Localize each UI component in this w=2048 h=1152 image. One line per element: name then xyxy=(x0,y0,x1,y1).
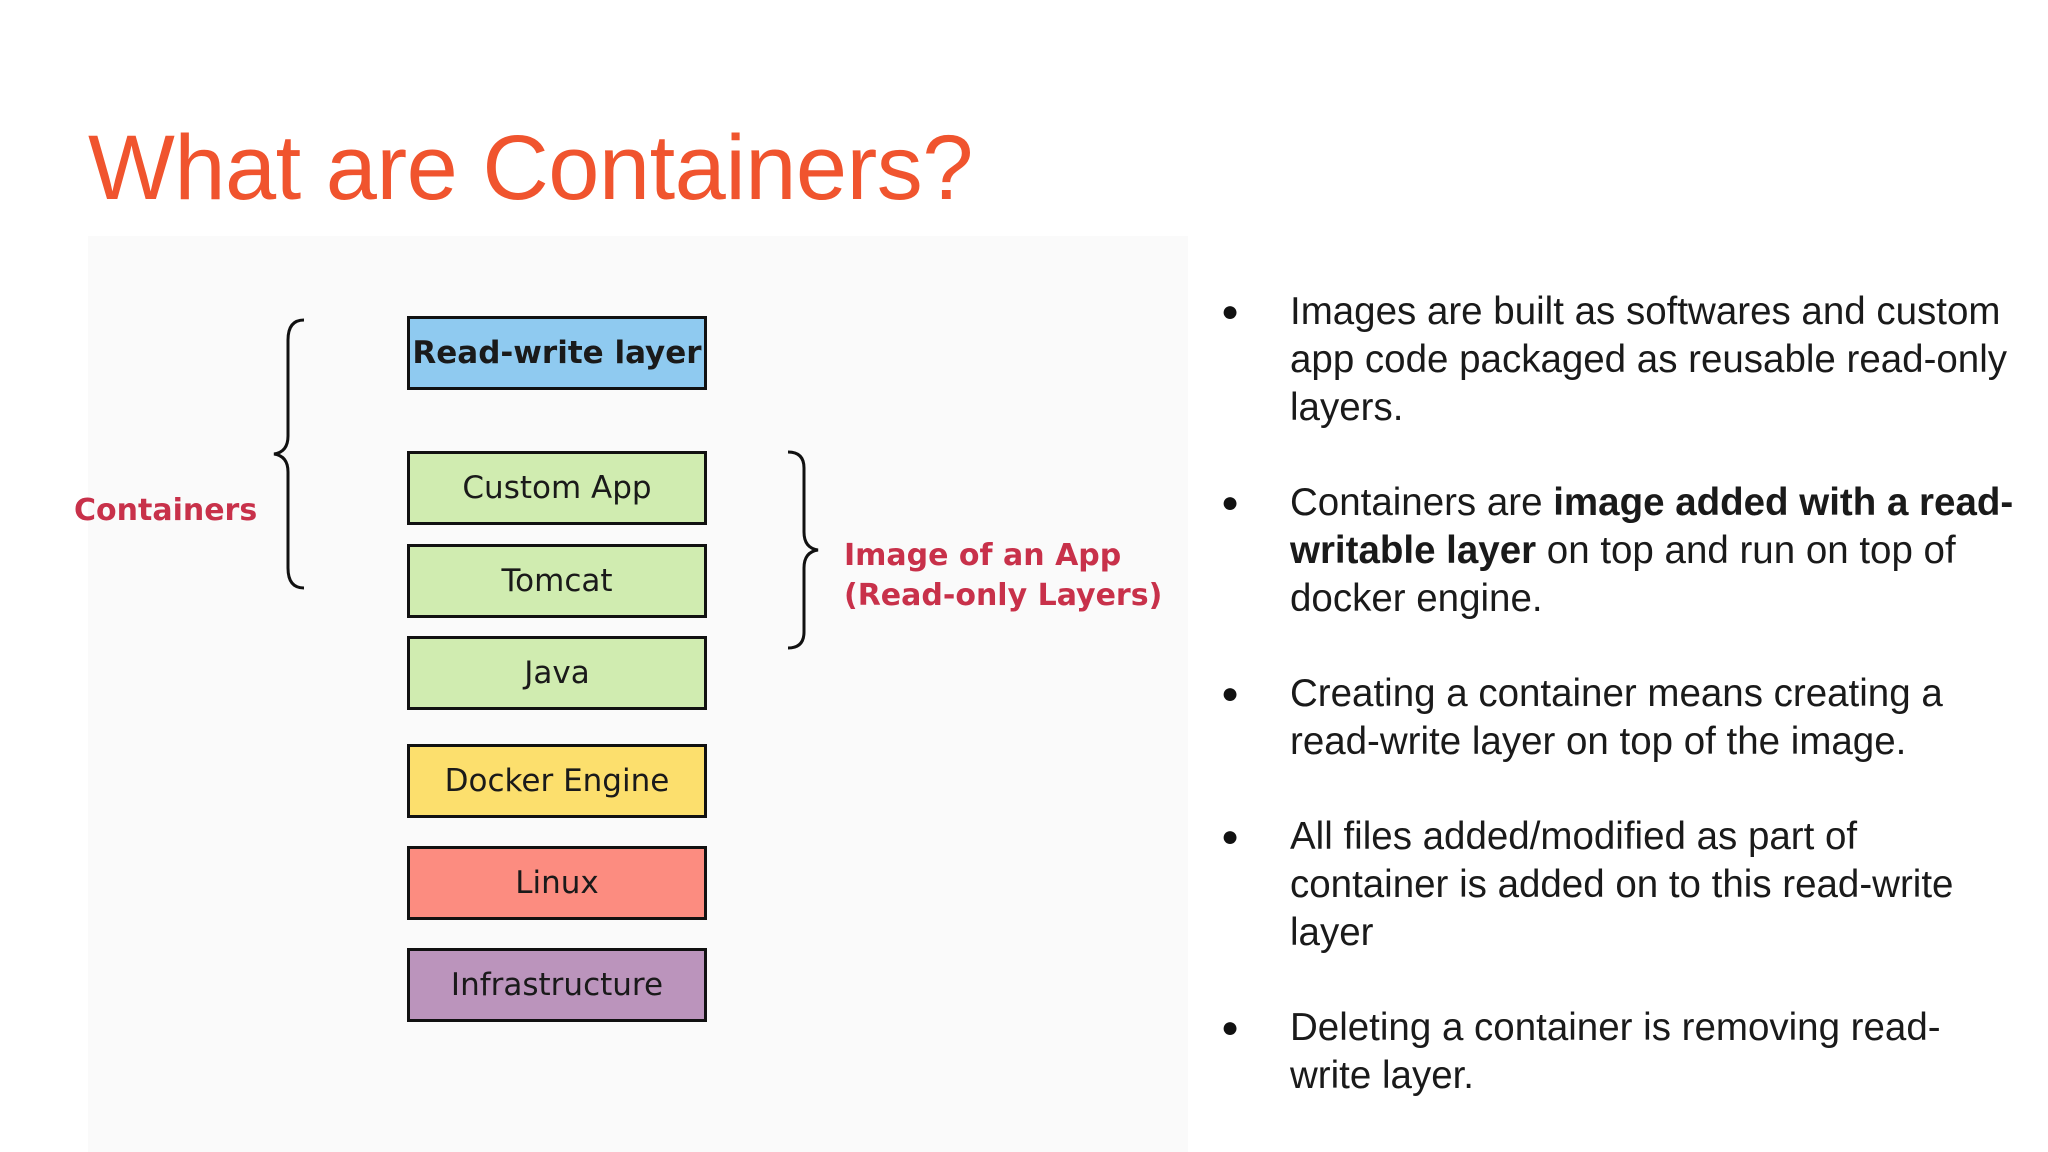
containers-brace xyxy=(273,318,305,590)
bullet-item: ● Creating a container means creating a … xyxy=(1218,670,2018,766)
bullet-item: ● Deleting a container is removing read-… xyxy=(1218,1004,2018,1100)
bullet-dot-icon: ● xyxy=(1221,1011,1240,1044)
layer-tomcat: Tomcat xyxy=(407,544,707,618)
bullet-dot-icon: ● xyxy=(1221,486,1240,519)
bullet-text-plain: Containers are xyxy=(1290,481,1554,524)
slide-title: What are Containers? xyxy=(88,117,973,219)
bullet-text-bold: image added with a read-writable layer xyxy=(1290,481,2014,572)
layer-read-write: Read-write layer xyxy=(407,316,707,390)
container-layers-diagram: Containers Image of an App (Read-only La… xyxy=(74,236,1188,1152)
bullet-text: Containers are image added with a read-w… xyxy=(1290,481,2013,620)
layer-custom-app: Custom App xyxy=(407,451,707,525)
containers-label: Containers xyxy=(74,493,258,528)
bullet-dot-icon: ● xyxy=(1221,677,1240,710)
bullet-dot-icon: ● xyxy=(1221,295,1240,328)
bullet-text: Images are built as softwares and custom… xyxy=(1290,290,2008,429)
layer-linux: Linux xyxy=(407,846,707,920)
layer-docker-engine: Docker Engine xyxy=(407,744,707,818)
bullet-item: ● Images are built as softwares and cust… xyxy=(1218,288,2018,432)
image-label-line-2: (Read-only Layers) xyxy=(844,578,1163,613)
bullet-item: ● Containers are image added with a read… xyxy=(1218,479,2018,623)
image-label-line-1: Image of an App xyxy=(844,538,1122,573)
bullet-text: Deleting a container is removing read-wr… xyxy=(1290,1006,1941,1097)
image-brace xyxy=(787,450,819,650)
bullet-text: All files added/modified as part of cont… xyxy=(1290,815,1954,954)
layer-infrastructure: Infrastructure xyxy=(407,948,707,1022)
layer-java: Java xyxy=(407,636,707,710)
bullet-dot-icon: ● xyxy=(1221,820,1240,853)
bullet-text-plain: on top and run on top of docker engine. xyxy=(1290,529,1956,620)
bullet-list: ● Images are built as softwares and cust… xyxy=(1218,288,2018,1147)
bullet-text: Creating a container means creating a re… xyxy=(1290,672,1943,763)
image-label: Image of an App (Read-only Layers) xyxy=(844,536,1162,616)
bullet-item: ● All files added/modified as part of co… xyxy=(1218,813,2018,957)
